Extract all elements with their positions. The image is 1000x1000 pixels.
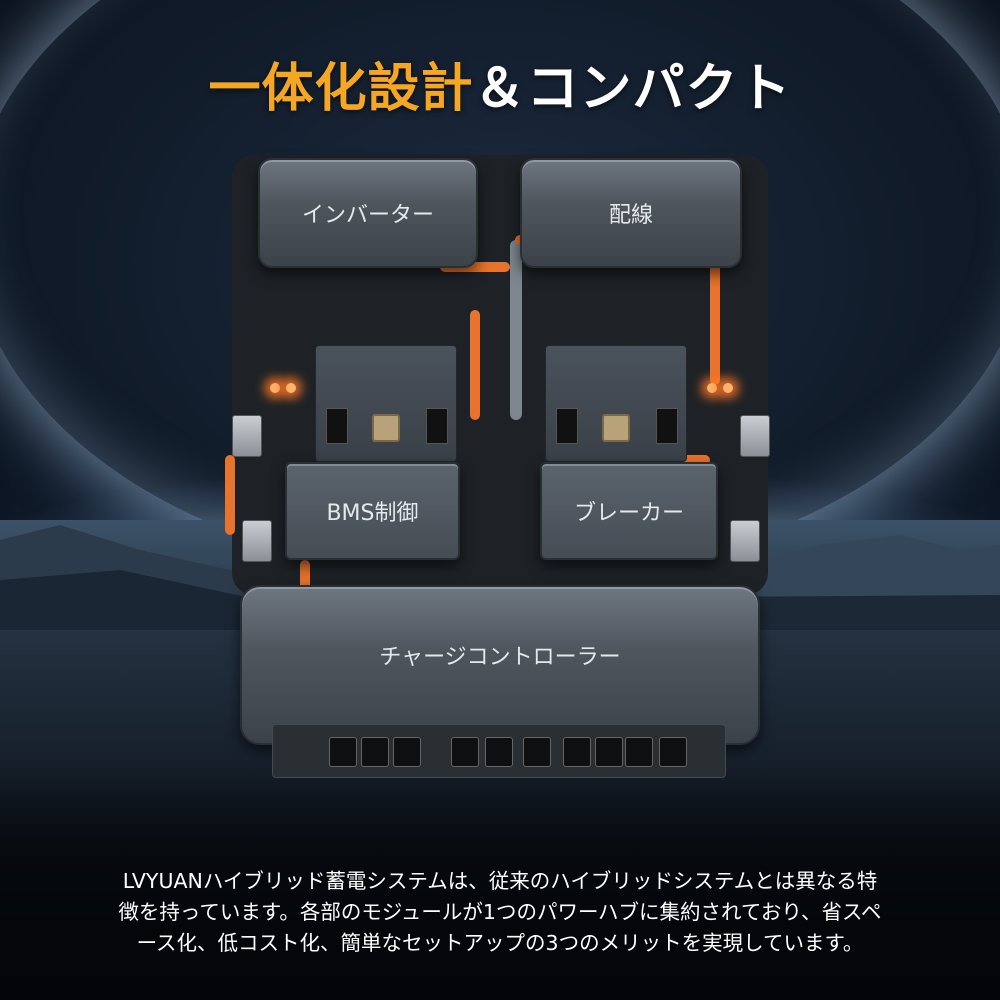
terminal xyxy=(393,737,421,767)
description-line-3: ース化、低コスト化、簡単なセットアップの3つのメリットを実現しています。 xyxy=(136,931,864,955)
breaker-label: ブレーカー xyxy=(573,501,684,526)
description: LVYUANハイブリッド蓄電システムは、従来のハイブリッドシステムとは異なる特 … xyxy=(40,866,960,959)
terminal xyxy=(523,737,551,767)
status-led xyxy=(723,383,733,393)
cable xyxy=(470,310,480,420)
terminal xyxy=(625,737,653,767)
cable xyxy=(300,560,310,590)
status-led xyxy=(707,383,717,393)
dial xyxy=(372,414,400,442)
mounting-bracket xyxy=(232,415,262,457)
cable xyxy=(510,240,522,420)
terminal xyxy=(659,737,687,767)
title-rest: ＆コンパクト xyxy=(473,59,792,119)
breaker-module: ブレーカー xyxy=(540,462,718,560)
dial xyxy=(602,414,630,442)
wiring-module: 配線 xyxy=(520,158,742,268)
description-line-1: LVYUANハイブリッド蓄電システムは、従来のハイブリッドシステムとは異なる特 xyxy=(122,869,878,893)
terminal xyxy=(595,737,623,767)
terminal xyxy=(361,737,389,767)
charge-controller-label: チャージコントローラー xyxy=(379,645,621,670)
bottom-fade xyxy=(0,760,1000,1000)
status-led xyxy=(286,383,296,393)
status-led xyxy=(270,383,280,393)
wiring-label: 配線 xyxy=(608,203,653,228)
description-line-2: 徴を持っています。各部のモジュールが1つのパワーハブに集約されており、省スペ xyxy=(118,900,882,924)
cable xyxy=(710,235,720,385)
mounting-bracket xyxy=(730,520,760,562)
charge-controller-module: チャージコントローラー xyxy=(240,585,760,745)
inverter-label: インバーター xyxy=(301,203,434,228)
chip xyxy=(426,408,448,444)
bms-module: BMS制御 xyxy=(285,462,460,560)
page-title: 一体化設計＆コンパクト xyxy=(0,46,1000,121)
chip xyxy=(556,408,578,444)
terminal xyxy=(485,737,513,767)
mounting-bracket xyxy=(740,415,770,457)
title-highlight: 一体化設計 xyxy=(208,59,474,119)
bms-circuit-board xyxy=(315,345,457,462)
terminal xyxy=(329,737,357,767)
bms-label: BMS制御 xyxy=(326,501,419,526)
cable xyxy=(440,262,510,272)
chip xyxy=(656,408,678,444)
terminal xyxy=(563,737,591,767)
mounting-bracket xyxy=(242,520,272,562)
breaker-circuit-board xyxy=(545,345,687,462)
terminal xyxy=(451,737,479,767)
chip xyxy=(326,408,348,444)
cable xyxy=(225,455,235,535)
inverter-module: インバーター xyxy=(258,158,478,268)
terminal-strip xyxy=(272,724,726,778)
